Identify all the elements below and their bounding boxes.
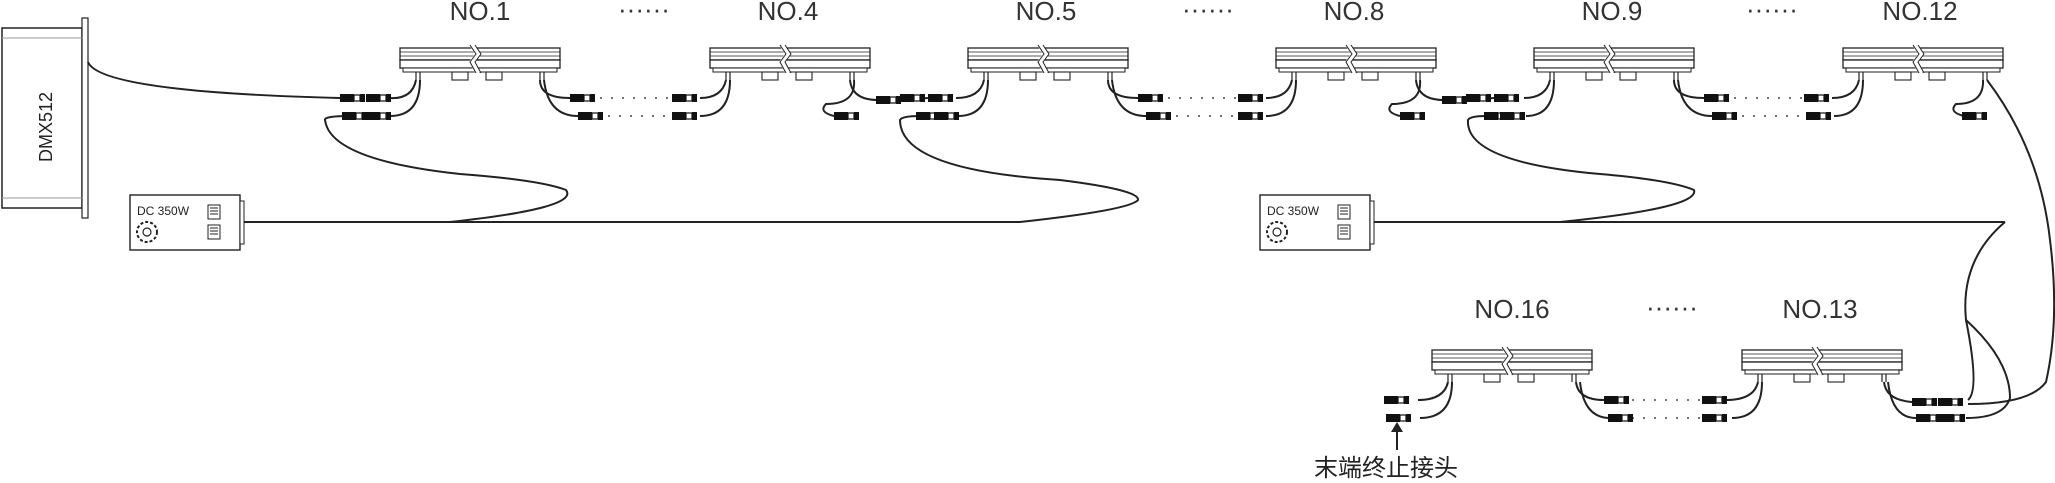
label-no4: NO.4 bbox=[758, 0, 819, 26]
wiring bbox=[87, 61, 2055, 450]
label-no5: NO.5 bbox=[1016, 0, 1077, 26]
fixture-no8 bbox=[1276, 45, 1436, 80]
label-no9: NO.9 bbox=[1582, 0, 1643, 26]
label-no13: NO.13 bbox=[1782, 294, 1857, 324]
connectors bbox=[339, 93, 1988, 423]
fixture-no16 bbox=[1432, 347, 1592, 382]
label-no16: NO.16 bbox=[1474, 294, 1549, 324]
dmx512-controller: DMX512 bbox=[1, 17, 89, 219]
power-supply-2: DC 350W bbox=[1259, 194, 1375, 251]
fixture-no1 bbox=[400, 45, 560, 80]
fixture-no13 bbox=[1742, 347, 1902, 382]
ellipsis-1-4: ······ bbox=[618, 0, 670, 24]
label-no12: NO.12 bbox=[1882, 0, 1957, 26]
power-supply-1: DC 350W bbox=[129, 194, 245, 251]
terminator-label: 末端终止接头 bbox=[1314, 454, 1458, 482]
fixture-no5 bbox=[968, 45, 1128, 80]
label-no8: NO.8 bbox=[1324, 0, 1385, 26]
fixture-no12 bbox=[1843, 45, 2003, 80]
psu-1-label: DC 350W bbox=[137, 204, 190, 218]
ellipsis-16-13: ······ bbox=[1646, 292, 1698, 322]
fixture-no9 bbox=[1534, 45, 1694, 80]
dmx512-label: DMX512 bbox=[36, 92, 56, 162]
ellipsis-5-8: ······ bbox=[1182, 0, 1234, 24]
ellipsis-9-12: ······ bbox=[1746, 0, 1798, 24]
fixture-no4 bbox=[710, 45, 870, 80]
psu-2-label: DC 350W bbox=[1267, 204, 1320, 218]
label-no1: NO.1 bbox=[450, 0, 511, 26]
